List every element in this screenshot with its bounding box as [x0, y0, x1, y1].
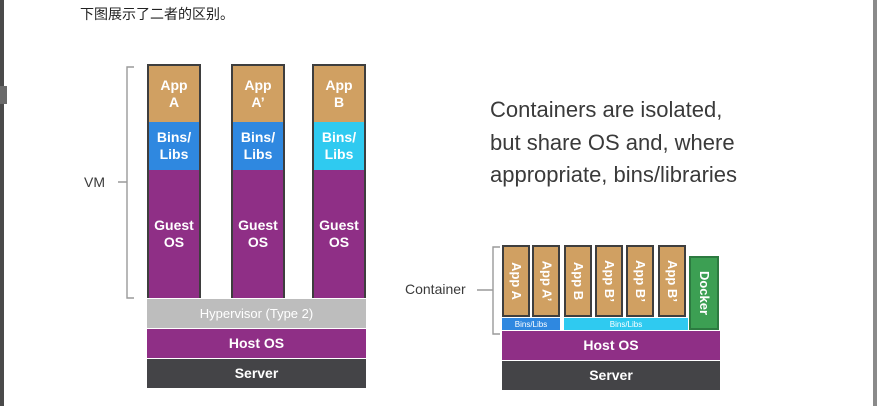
vm-guest-os-1: Guest OS [147, 170, 201, 298]
vm-host-os-layer: Host OS [147, 329, 366, 358]
container-host-os-layer: Host OS [502, 331, 720, 360]
container-bins-libs-b: Bins/Libs [564, 318, 688, 330]
container-server-layer: Server [502, 361, 720, 390]
left-edge-marker [0, 86, 7, 104]
caption-text: 下图展示了二者的区别。 [80, 7, 234, 23]
vm-label: VM [84, 174, 105, 190]
container-app-b-prime-1: App B’ [595, 245, 623, 317]
container-app-a: App A [502, 245, 530, 317]
container-app-b-text: App B [571, 261, 586, 301]
docker-text: Docker [697, 270, 713, 316]
vm-app-b: App B [312, 64, 366, 122]
container-app-b-prime-3-text: App B’ [665, 260, 681, 302]
headline-line-1: Containers are isolated, [490, 97, 723, 122]
docker-engine: Docker [689, 256, 719, 330]
container-app-a-text: App A [509, 262, 525, 300]
container-app-b: App B [564, 245, 592, 317]
vm-vs-container-figure: VM App A Bins/ Libs Guest OS App A’ Bins… [64, 30, 864, 406]
container-app-b-prime-2: App B’ [626, 245, 654, 317]
vm-bins-libs-3: Bins/ Libs [312, 122, 366, 170]
vm-server-layer: Server [147, 359, 366, 388]
container-app-a-prime-text: App A’ [539, 260, 554, 302]
container-app-b-prime-2-text: App B’ [633, 260, 649, 302]
vm-hypervisor-layer: Hypervisor (Type 2) [147, 299, 366, 328]
vm-brace [118, 66, 134, 299]
right-edge-bar [873, 0, 877, 406]
headline-line-3: appropriate, bins/libraries [490, 162, 738, 187]
container-app-b-prime-3: App B’ [658, 245, 686, 317]
container-brace [477, 246, 500, 335]
headline-line-2: but share OS and, where [490, 130, 735, 155]
left-edge-bar [0, 0, 4, 406]
vm-app-a-prime: App A’ [231, 64, 285, 122]
container-app-a-prime: App A’ [532, 245, 560, 317]
container-bins-libs-a: Bins/Libs [502, 318, 560, 330]
vm-app-a: App A [147, 64, 201, 122]
container-app-b-prime-1-text: App B’ [602, 260, 618, 302]
vm-bins-libs-1: Bins/ Libs [147, 122, 201, 170]
vm-guest-os-3: Guest OS [312, 170, 366, 298]
vm-guest-os-2: Guest OS [231, 170, 285, 298]
vm-bins-libs-2: Bins/ Libs [231, 122, 285, 170]
container-label: Container [405, 281, 466, 297]
